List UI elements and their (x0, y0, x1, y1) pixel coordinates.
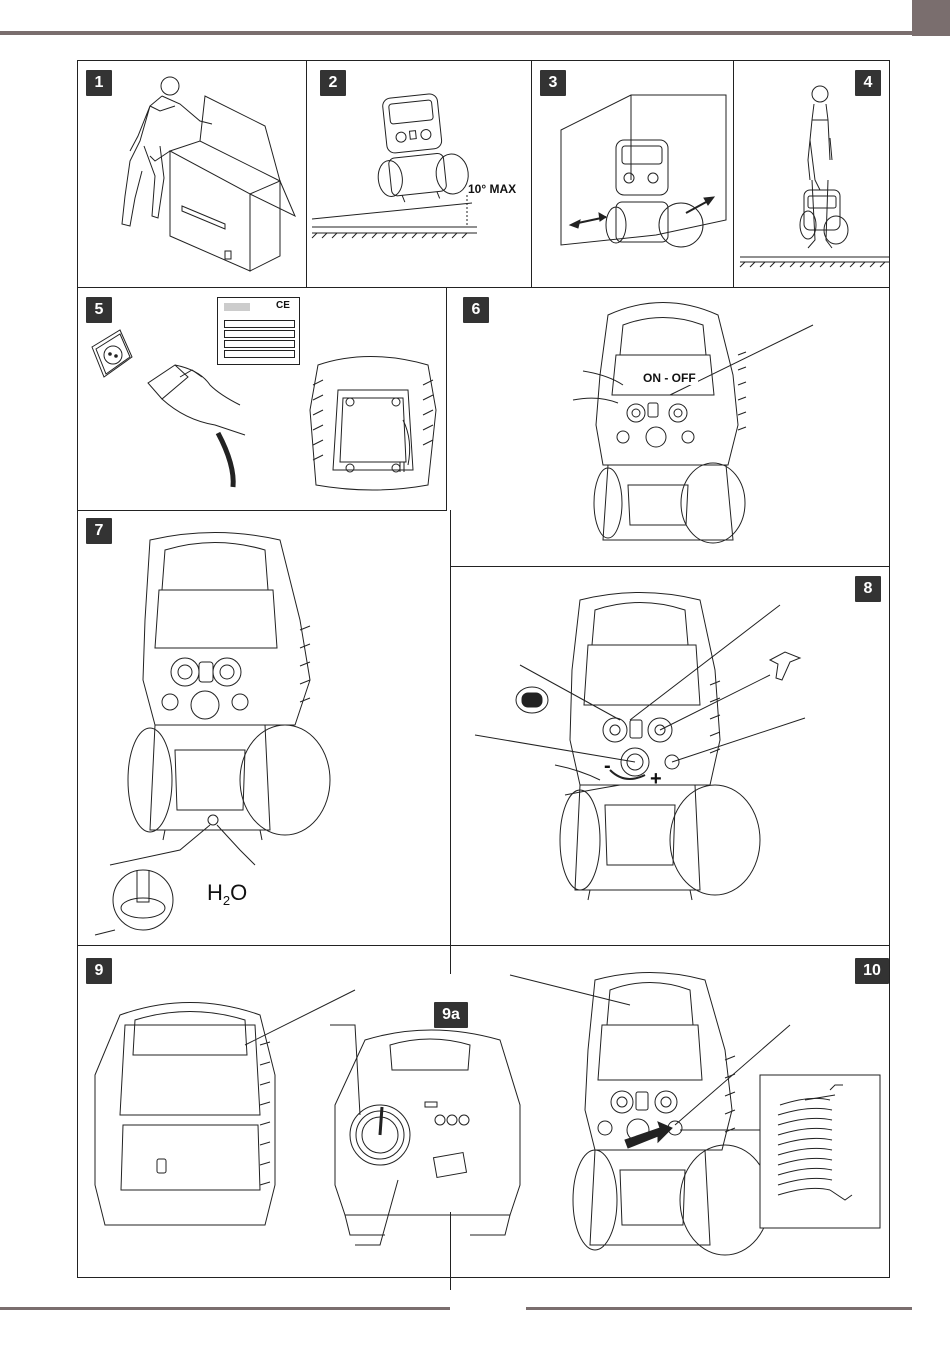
ce-mark: CE (276, 300, 290, 311)
illustration-rear-hose (320, 1015, 530, 1250)
divider-p1-p2 (306, 60, 307, 288)
illustration-spiral-hose (510, 960, 885, 1260)
divider-p3-p4 (733, 60, 734, 288)
water-label-o: O (230, 880, 247, 905)
water-label-h: H (207, 880, 223, 905)
water-label: H2O (207, 880, 247, 908)
illustration-power-switch (568, 295, 818, 555)
divider-p5-bottom (77, 510, 447, 511)
rating-plate-logo (224, 303, 250, 311)
divider-row1 (77, 287, 890, 288)
illustration-cord-storage (308, 350, 438, 492)
divider-p5-p6 (446, 287, 447, 511)
rating-plate-row (224, 320, 295, 328)
divider-p6-p8 (450, 566, 890, 567)
divider-p7-p8 (450, 510, 451, 946)
illustration-carrying (740, 80, 890, 270)
rating-plate-row (224, 350, 295, 358)
slope-label: 10° MAX (468, 182, 516, 196)
panel-number-5: 5 (86, 297, 112, 323)
panel-number-3: 3 (540, 70, 566, 96)
header-corner-block (912, 0, 950, 36)
footer-rule-left (0, 1307, 450, 1310)
footer-rule-right (526, 1307, 912, 1310)
panel-number-8: 8 (855, 576, 881, 602)
illustration-condensate-drain (95, 530, 345, 935)
divider-row3 (77, 945, 890, 946)
divider-p9-p10-top (450, 946, 451, 974)
rating-plate-row (224, 340, 295, 348)
illustration-pressure-regulator (470, 590, 810, 915)
illustration-wall-clearance (556, 95, 731, 270)
rating-plate: CE (217, 297, 300, 365)
panel-number-2: 2 (320, 70, 346, 96)
pressure-plus: + (650, 768, 662, 791)
divider-p2-p3 (531, 60, 532, 288)
panel-number-9: 9 (86, 958, 112, 984)
header-rule (0, 31, 912, 35)
panel-number-6: 6 (463, 297, 489, 323)
illustration-slope (312, 95, 527, 235)
illustration-unpacking (100, 66, 300, 276)
on-off-label: ON - OFF (641, 371, 698, 385)
rating-plate-row (224, 330, 295, 338)
pressure-minus: - (604, 755, 611, 778)
